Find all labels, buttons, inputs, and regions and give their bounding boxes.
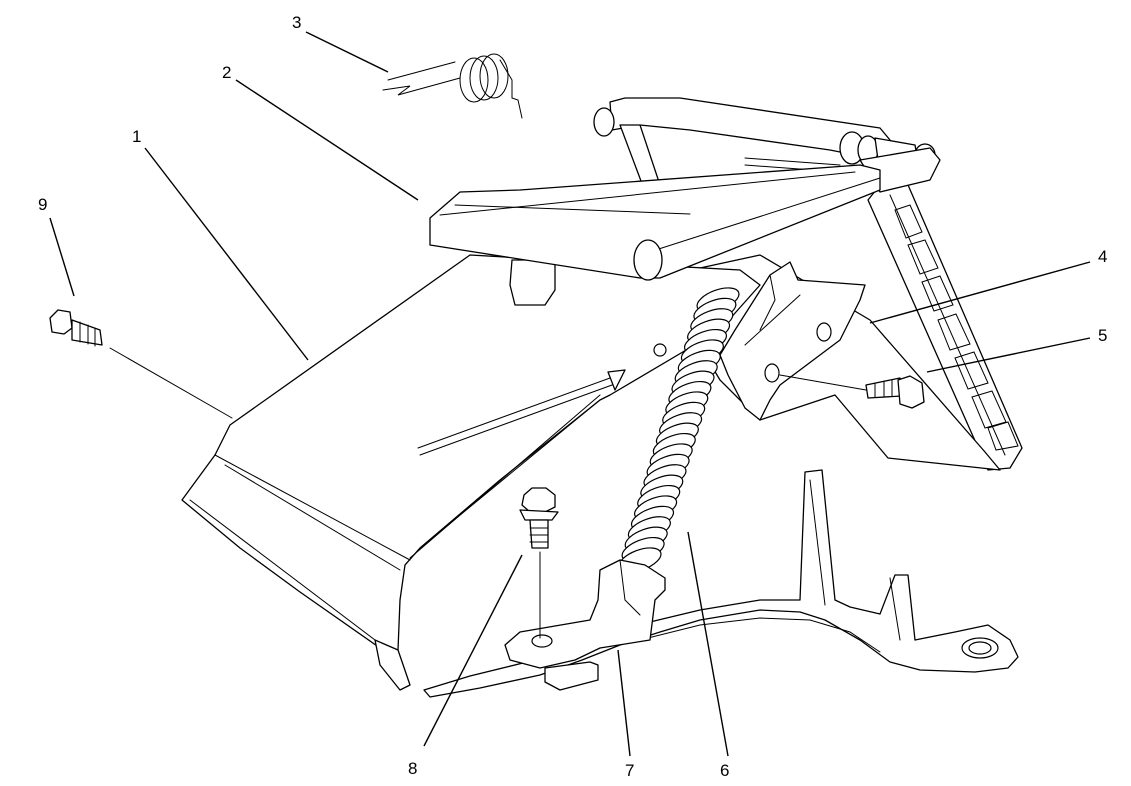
callout-8: 8 bbox=[408, 759, 417, 778]
part-1-pedal-blade bbox=[181, 254, 761, 691]
part-9-bolt bbox=[49, 309, 103, 347]
callout-9: 9 bbox=[38, 195, 47, 214]
part-5-bolt bbox=[865, 375, 925, 409]
leader-3 bbox=[305, 31, 389, 73]
callout-4: 4 bbox=[1098, 247, 1107, 266]
leader-6 bbox=[687, 531, 729, 757]
callout-1: 1 bbox=[132, 127, 141, 146]
part-2-pivot-bar bbox=[429, 97, 941, 281]
part-3-torsion-spring bbox=[382, 53, 523, 119]
leader-1 bbox=[144, 147, 309, 361]
leader-9 bbox=[49, 217, 75, 297]
leader-8 bbox=[423, 554, 523, 747]
part-7-link-arm bbox=[417, 369, 626, 456]
leader-2 bbox=[235, 79, 419, 201]
callout-3: 3 bbox=[292, 13, 301, 32]
part-7-lower-bracket bbox=[504, 559, 666, 691]
leader-7 bbox=[617, 649, 631, 757]
leader-5 bbox=[926, 337, 1091, 373]
callout-labels: 1 2 3 4 5 6 7 8 9 bbox=[38, 13, 1107, 780]
callout-2: 2 bbox=[222, 63, 231, 82]
callout-7: 7 bbox=[625, 761, 634, 780]
leader-4 bbox=[869, 261, 1091, 324]
leader-lines bbox=[49, 31, 1091, 757]
part-8-bolt bbox=[519, 487, 559, 549]
assembly-center-lines bbox=[109, 347, 867, 639]
extension-spring bbox=[618, 287, 740, 583]
part-4-mount-plate bbox=[719, 261, 866, 421]
callout-5: 5 bbox=[1098, 326, 1107, 345]
callout-6: 6 bbox=[720, 761, 729, 780]
